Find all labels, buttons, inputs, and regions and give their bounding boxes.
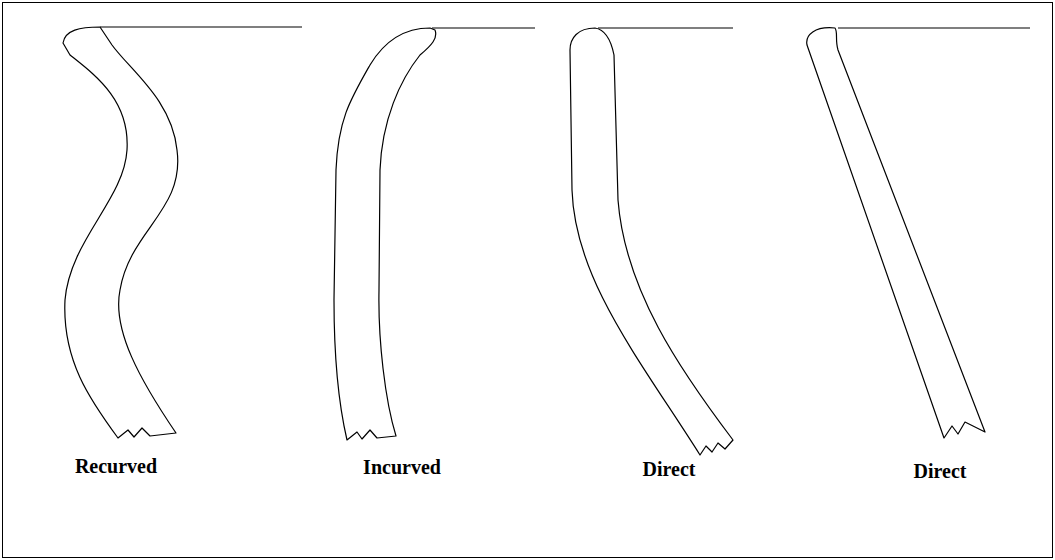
- direct-shape: [807, 28, 985, 438]
- frame: [3, 3, 1053, 558]
- direct-shape: [570, 28, 733, 455]
- recurved-shape: [63, 27, 178, 438]
- shape-label: Incurved: [363, 456, 441, 479]
- shape-label: Direct: [914, 460, 967, 483]
- reference-line: [598, 27, 733, 28]
- reference-line: [100, 26, 302, 27]
- shape-label: Recurved: [75, 455, 157, 478]
- reference-line: [432, 27, 535, 28]
- shape-label: Direct: [643, 458, 696, 481]
- reference-line: [838, 27, 1030, 28]
- incurved-shape: [334, 28, 436, 440]
